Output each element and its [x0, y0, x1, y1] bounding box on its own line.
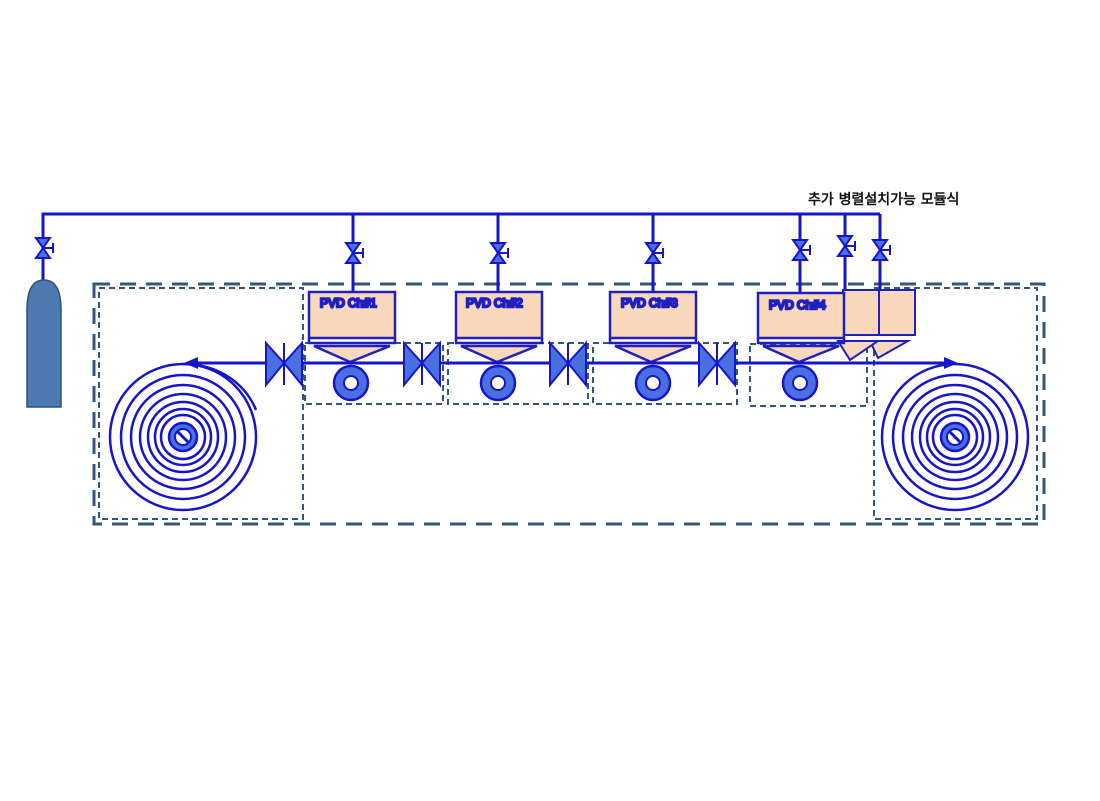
chamber-label: PVD Ch#3	[621, 296, 678, 310]
valve-icon	[489, 242, 509, 264]
extra-modules	[836, 289, 916, 362]
valve-icon	[791, 239, 811, 261]
winder-box	[873, 287, 1038, 520]
outer-enclosure	[92, 282, 1046, 526]
pvd-chamber-3: PVD Ch#3	[608, 290, 698, 364]
valve-icon	[344, 242, 364, 264]
pvd-chamber-2: PVD Ch#2	[454, 290, 544, 364]
chamber-label: PVD Ch#4	[769, 298, 826, 312]
chamber-label: PVD Ch#1	[320, 296, 377, 310]
gas-line	[41, 212, 882, 293]
modular-expansion-note: 추가 병렬설치가능 모듈식	[808, 192, 960, 208]
reel-icon	[108, 362, 258, 512]
pvd-chamber-1: PVD Ch#1	[307, 290, 397, 364]
chamber-label: PVD Ch#2	[466, 296, 523, 310]
roller-icon	[332, 364, 370, 402]
gas-cylinder-icon	[26, 279, 62, 408]
gate-valve-icon	[403, 340, 441, 388]
valve-icon	[836, 235, 856, 257]
gate-valve-icon	[265, 340, 303, 388]
valve-icon	[871, 239, 891, 261]
roller-icon	[634, 364, 672, 402]
valve-icon	[644, 242, 664, 264]
roller-icon	[781, 364, 819, 402]
gate-valve-icon	[549, 340, 587, 388]
gate-valve-icon	[698, 340, 736, 388]
valve-icon	[34, 237, 54, 259]
pvd-chamber-4: PVD Ch#4	[756, 291, 846, 364]
unwinder-box	[98, 287, 304, 520]
reel-icon	[880, 362, 1030, 512]
roller-icon	[479, 364, 517, 402]
